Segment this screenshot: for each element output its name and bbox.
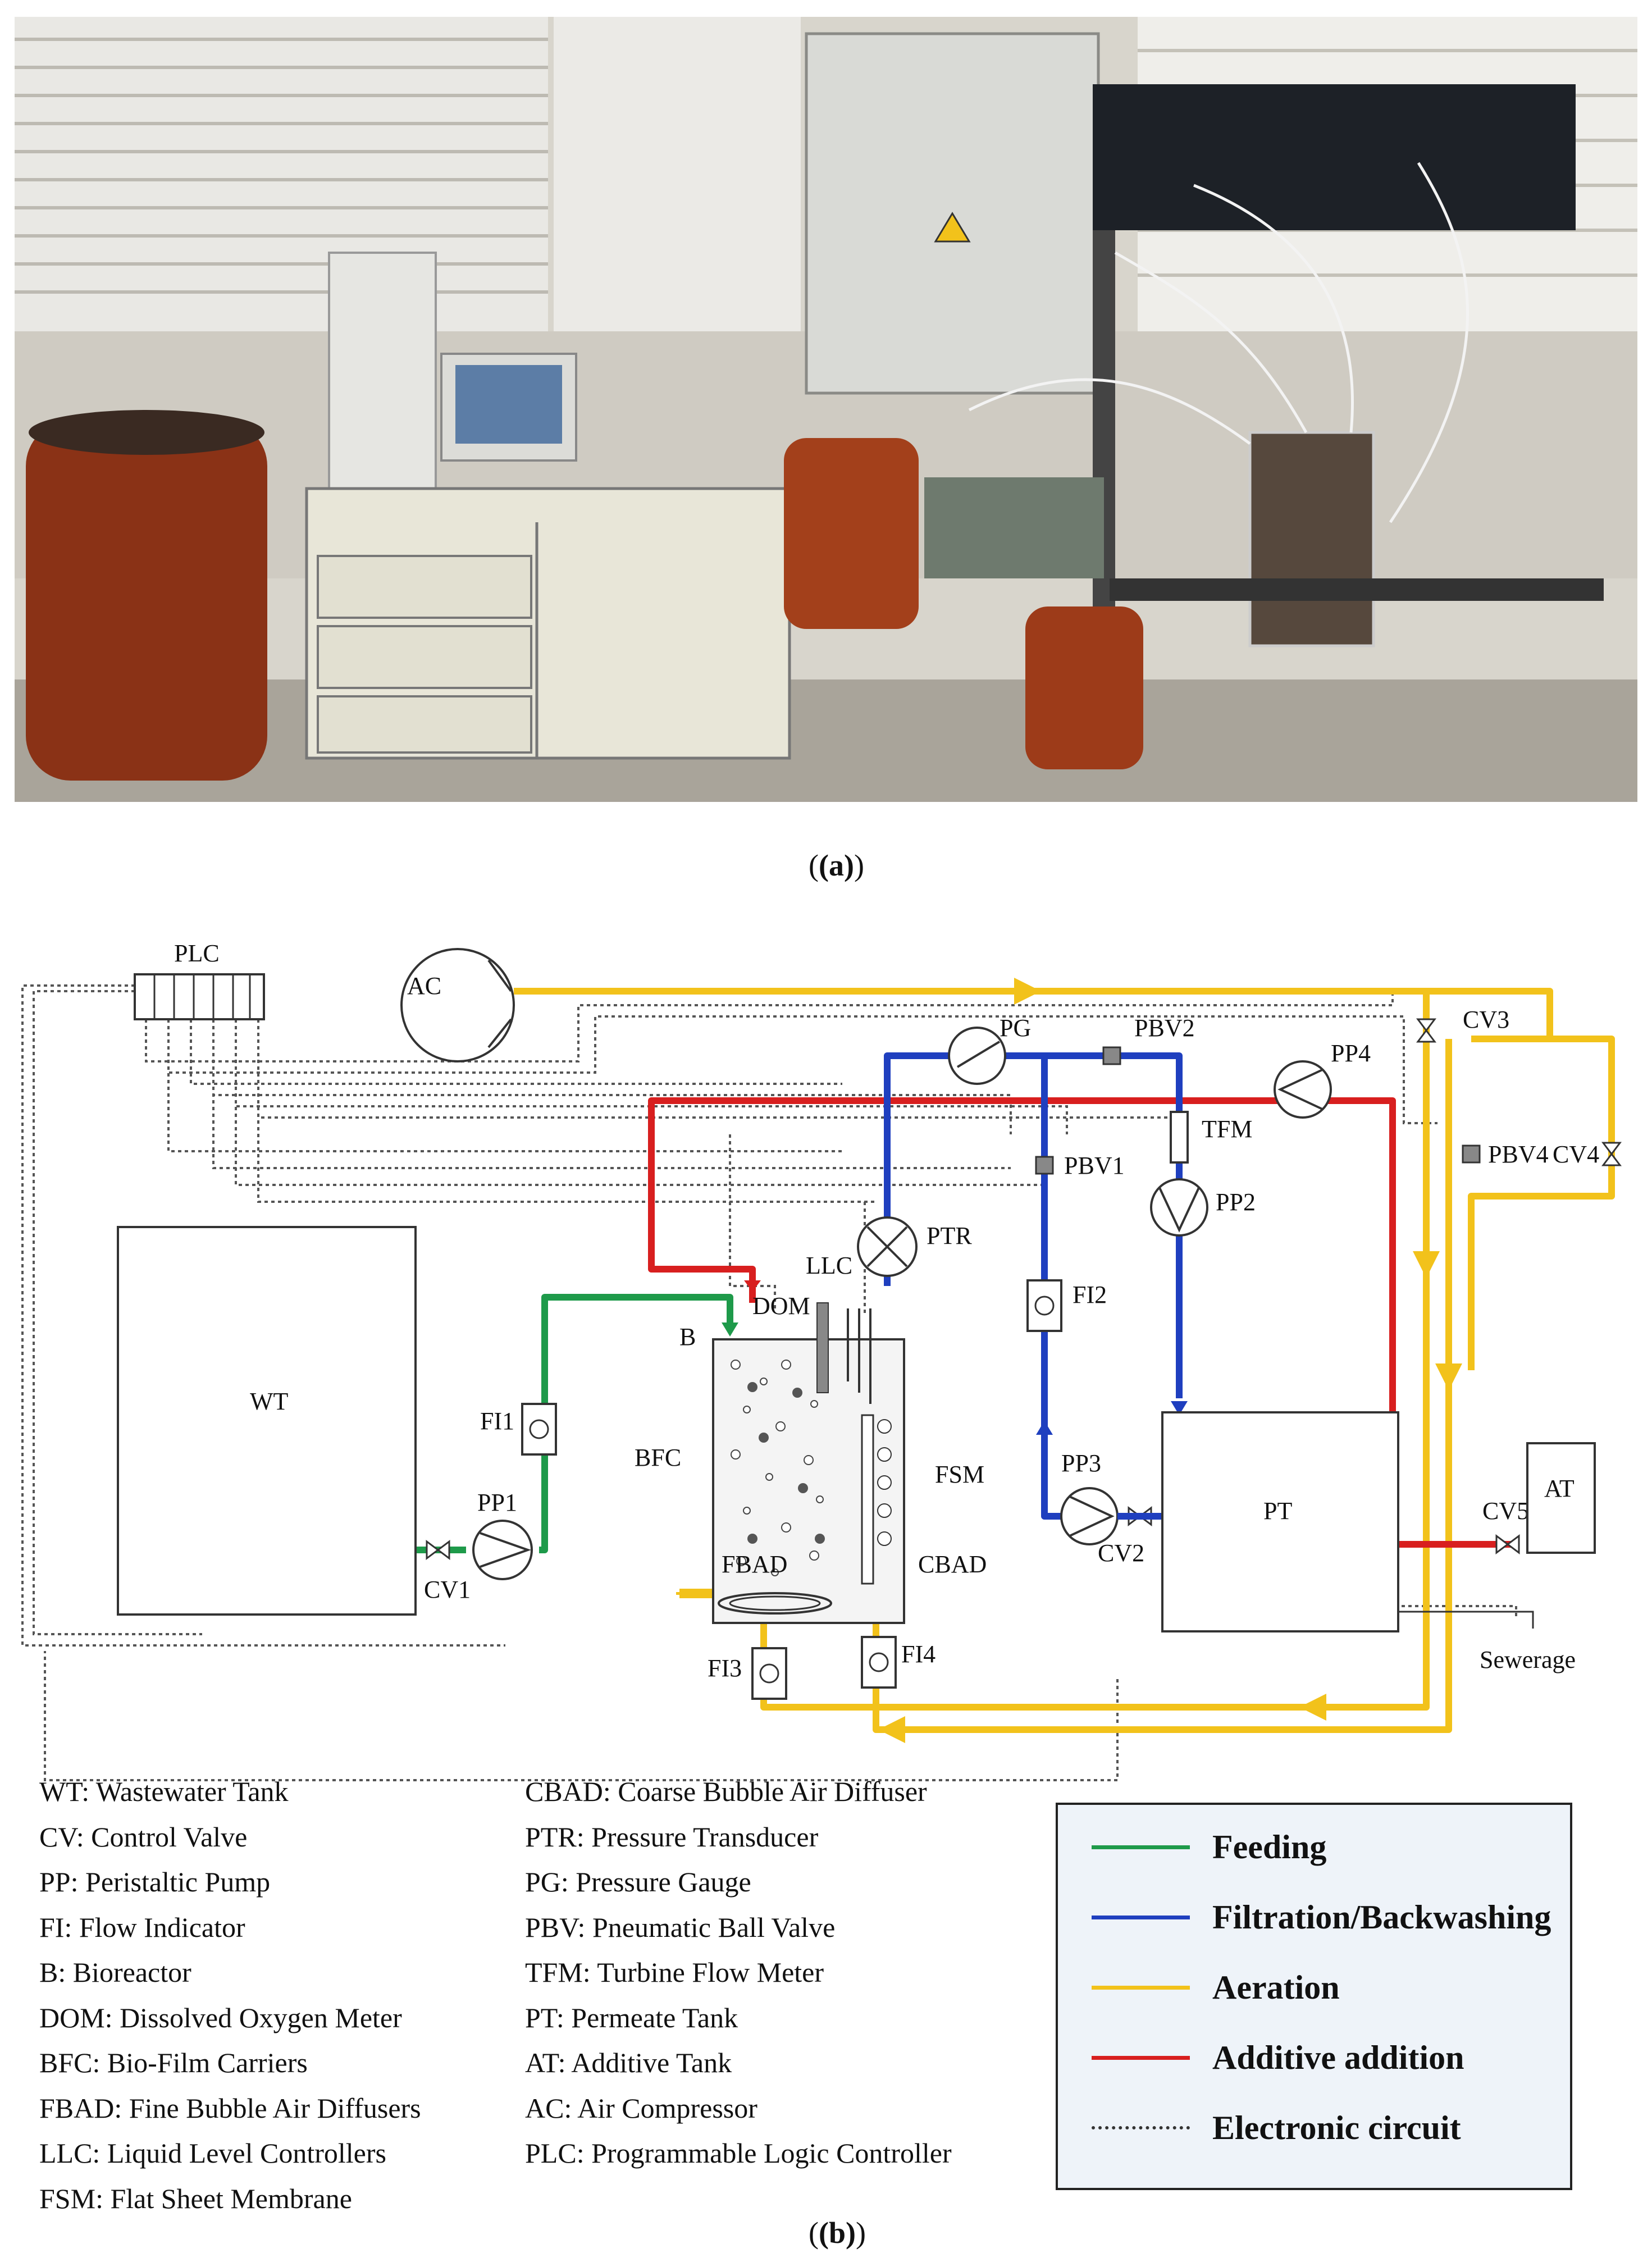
glossary-item: TFM: Turbine Flow Meter [525,1957,824,1988]
label-fi2: FI2 [1073,1281,1107,1308]
label-bfc: BFC [635,1444,681,1471]
label-fsm: FSM [935,1461,984,1488]
glossary-item: PBV: Pneumatic Ball Valve [525,1911,836,1943]
air-compressor [400,948,515,1062]
valve-cv3 [1416,1018,1436,1043]
pump-pp1 [472,1520,533,1580]
label-cv3: CV3 [1463,1006,1509,1033]
label-pt: PT [1263,1497,1292,1525]
flow-indicator-fi2 [1026,1279,1062,1332]
label-fi3: FI3 [708,1654,742,1682]
legend-item-additive: Additive addition [1092,2038,1464,2076]
legend-item-filtration: Filtration/Backwashing [1092,1898,1551,1936]
legend-label: Feeding [1212,1828,1327,1866]
label-ptr: PTR [927,1222,972,1249]
pump-pp2 [1150,1178,1208,1237]
glossary-right: CBAD: Coarse Bubble Air Diffuser PTR: Pr… [525,1769,952,2176]
legend-label: Filtration/Backwashing [1212,1898,1551,1936]
lab-setup-photo [15,17,1637,802]
legend-swatch [1092,2055,1190,2060]
glossary-left: WT: Wastewater Tank CV: Control Valve PP… [39,1769,421,2221]
label-at: AT [1544,1475,1575,1502]
legend-item-electronic: Electronic circuit [1092,2109,1461,2146]
legend-item-aeration: Aeration [1092,1968,1340,2006]
legend-item-feeding: Feeding [1092,1828,1327,1866]
glossary-item: AC: Air Compressor [525,2092,757,2124]
label-pbv2: PBV2 [1134,1014,1195,1042]
permeate-tank [1161,1411,1399,1632]
caption-b: ((b)) [809,2216,866,2250]
glossary-item: FI: Flow Indicator [39,1911,245,1943]
glossary-item: AT: Additive Tank [525,2047,732,2078]
bioreactor [712,1302,905,1624]
label-wt: WT [250,1388,289,1415]
label-plc: PLC [174,940,220,967]
label-fi4: FI4 [901,1640,935,1668]
label-cv2: CV2 [1098,1539,1144,1567]
label-pp4: PP4 [1331,1039,1371,1067]
glossary-item: BFC: Bio-Film Carriers [39,2047,308,2078]
legend-swatch [1092,1985,1190,1990]
process-schematic: PLC AC WT [21,940,1622,1781]
label-b: B [679,1323,696,1351]
turbine-flow-meter [1170,1111,1189,1164]
pump-pp4 [1274,1060,1332,1119]
label-fi1: FI1 [480,1407,514,1435]
legend-swatch [1092,2126,1190,2129]
glossary-item: PLC: Programmable Logic Controller [525,2137,952,2169]
label-cv1: CV1 [424,1576,471,1603]
glossary-item: FBAD: Fine Bubble Air Diffusers [39,2092,421,2124]
label-sewerage: Sewerage [1480,1646,1576,1673]
glossary-item: PP: Peristaltic Pump [39,1866,271,1898]
additive-tank [1526,1442,1596,1554]
label-ac: AC [407,972,441,1000]
legend-label: Electronic circuit [1212,2109,1461,2146]
label-tfm: TFM [1202,1115,1252,1143]
label-fbad: FBAD [722,1550,787,1578]
legend-label: Aeration [1212,1968,1340,2006]
legend: Feeding Filtration/Backwashing Aeration … [1056,1803,1572,2190]
caption-a: ((a)) [809,849,864,882]
glossary-item: DOM: Dissolved Oxygen Meter [39,2001,402,2033]
label-dom: DOM [752,1292,810,1320]
valve-cv1 [426,1540,450,1560]
glossary-item: WT: Wastewater Tank [39,1776,289,1807]
label-pbv1: PBV1 [1064,1152,1125,1179]
label-pg: PG [1000,1014,1031,1042]
label-pp3: PP3 [1061,1449,1101,1477]
label-pp2: PP2 [1216,1188,1256,1216]
plc-block [134,973,265,1020]
label-cv4: CV4 [1553,1141,1599,1168]
legend-swatch [1092,1915,1190,1919]
glossary-item: CV: Control Valve [39,1821,248,1853]
glossary-item: B: Bioreactor [39,1957,191,1988]
legend-label: Additive addition [1212,2038,1464,2076]
glossary-item: FSM: Flat Sheet Membrane [39,2182,352,2214]
valve-pbv4 [1462,1144,1481,1164]
valve-cv4 [1601,1142,1622,1166]
label-pbv4: PBV4 [1488,1141,1549,1168]
glossary-item: PTR: Pressure Transducer [525,1821,819,1853]
legend-swatch [1092,1845,1190,1849]
label-llc: LLC [806,1252,852,1279]
glossary-item: LLC: Liquid Level Controllers [39,2137,386,2169]
label-cv5: CV5 [1482,1497,1529,1525]
glossary-item: PT: Permeate Tank [525,2001,738,2033]
flow-indicator-fi4 [861,1636,897,1689]
flow-indicator-fi3 [751,1647,787,1700]
flow-indicator-fi1 [521,1403,557,1456]
wastewater-tank [117,1226,417,1616]
label-cbad: CBAD [918,1550,987,1578]
valve-cv5 [1495,1534,1520,1554]
valve-pbv2 [1102,1046,1121,1065]
label-pp1: PP1 [477,1489,517,1516]
glossary-item: PG: Pressure Gauge [525,1866,751,1898]
valve-pbv1 [1035,1156,1054,1175]
glossary-item: CBAD: Coarse Bubble Air Diffuser [525,1776,927,1807]
